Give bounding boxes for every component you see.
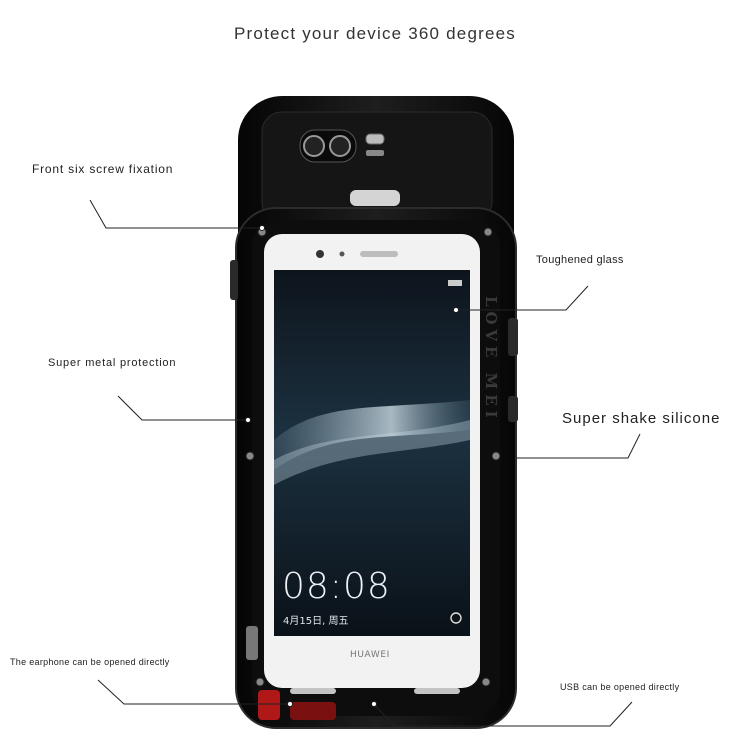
callout-toughened-glass: Toughened glass <box>536 254 624 266</box>
callout-metal-protection: Super metal protection <box>48 357 177 369</box>
phone-brand-label: HUAWEI <box>350 650 390 660</box>
callout-front-screw: Front six screw fixation <box>32 162 174 176</box>
callout-usb: USB can be opened directly <box>560 682 680 692</box>
lockscreen-clock: 08:08 <box>282 566 391 607</box>
callout-lines <box>89 199 641 727</box>
case-brand-label: LOVE MEI <box>482 296 500 423</box>
front-case <box>230 207 518 729</box>
headline: Protect your device 360 degrees <box>234 24 516 43</box>
lockscreen-date: 4月15日, 周五 <box>283 616 349 627</box>
callout-shake-silicone: Super shake silicone <box>562 410 721 427</box>
callout-earphone: The earphone can be opened directly <box>10 657 170 667</box>
